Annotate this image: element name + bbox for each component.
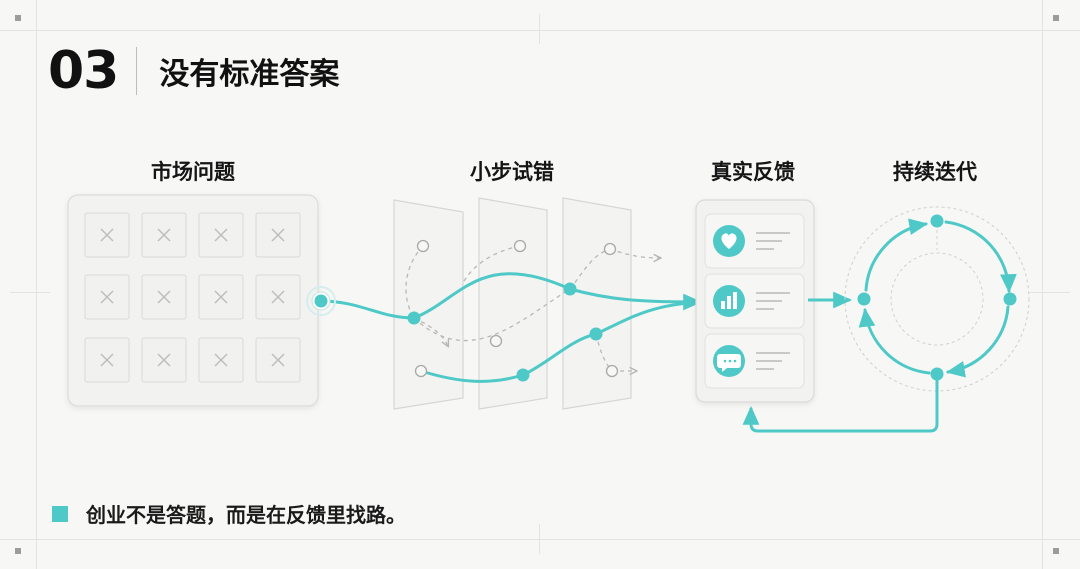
section-number: 03 — [48, 41, 119, 101]
footer-note: 创业不是答题，而是在反馈里找路。 — [52, 499, 406, 528]
accent-square-icon — [52, 505, 68, 522]
bar-chart-icon — [721, 292, 737, 309]
x-mark-icon — [157, 228, 171, 242]
frame-line-left — [36, 0, 37, 569]
trial-nodes — [407, 239, 619, 382]
market-problem-panel — [67, 194, 319, 407]
corner-marker-tl — [15, 15, 21, 21]
x-mark-icon — [157, 353, 171, 367]
x-mark-icon — [100, 353, 114, 367]
trial-panels — [393, 197, 632, 410]
frame-tick-top — [539, 14, 540, 44]
origin-node — [306, 286, 336, 316]
frame-line-bottom — [0, 539, 1080, 540]
stage-label-feedback: 真实反馈 — [711, 160, 795, 184]
x-mark-icon — [271, 290, 285, 304]
x-mark-icon — [271, 353, 285, 367]
x-mark-icon — [157, 290, 171, 304]
x-mark-icon — [100, 228, 114, 242]
x-mark-icon — [214, 290, 228, 304]
stage-label-market: 市场问题 — [151, 160, 235, 184]
x-mark-icon — [100, 290, 114, 304]
stage-label-iterate: 持续迭代 — [893, 160, 977, 184]
corner-marker-bl — [15, 548, 21, 554]
frame-line-top — [0, 30, 1080, 31]
header-divider — [136, 47, 138, 95]
x-mark-icon — [214, 228, 228, 242]
page-header: 03 没有标准答案 — [48, 40, 339, 102]
corner-marker-br — [1053, 548, 1059, 554]
feedback-panel — [695, 199, 815, 403]
corner-marker-tr — [1053, 15, 1059, 21]
frame-tick-bottom — [539, 524, 540, 554]
page-title: 没有标准答案 — [159, 57, 340, 92]
frame-tick-left — [10, 292, 50, 293]
trial-teal-paths — [319, 272, 703, 383]
x-mark-icon — [214, 353, 228, 367]
chat-bubble-icon — [717, 354, 741, 372]
footer-text: 创业不是答题，而是在反馈里找路。 — [86, 503, 406, 527]
loop-back-arrow — [742, 380, 939, 433]
market-grid — [84, 212, 301, 383]
frame-line-right — [1042, 0, 1043, 569]
heart-icon — [721, 233, 737, 249]
frame-tick-right — [1030, 292, 1070, 293]
iteration-loop — [844, 206, 1030, 392]
x-mark-icon — [271, 228, 285, 242]
stage-label-trial: 小步试错 — [470, 160, 554, 184]
